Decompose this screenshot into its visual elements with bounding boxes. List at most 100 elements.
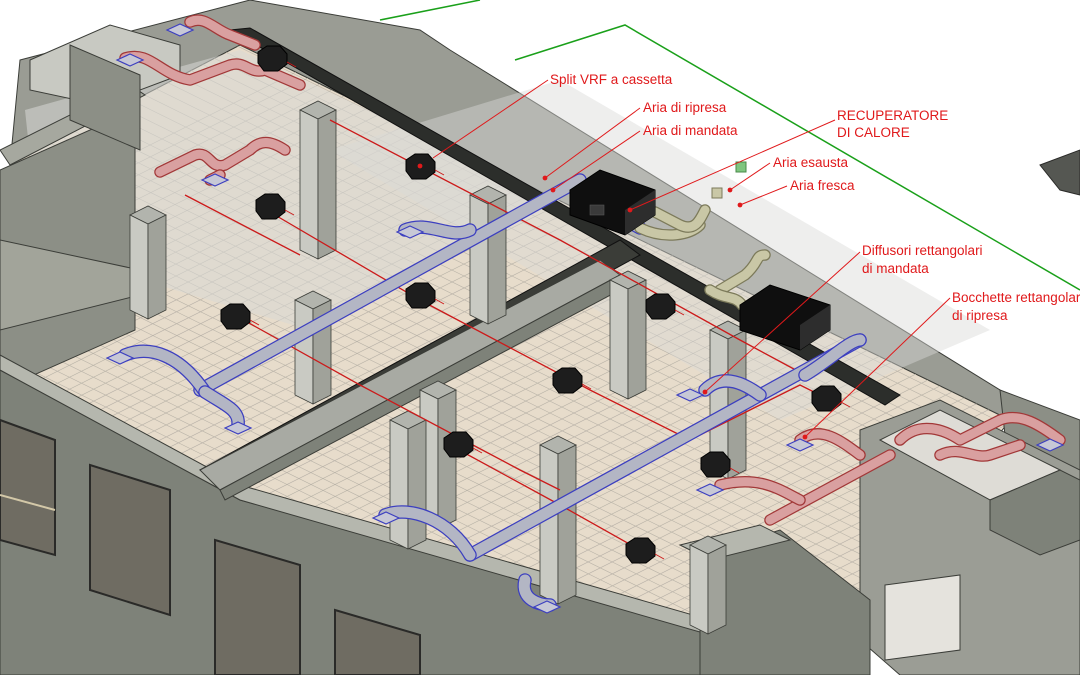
- vrf-unit: [811, 385, 842, 412]
- column-face: [294, 299, 314, 405]
- supply-duct: [699, 375, 766, 401]
- diffuser: [395, 225, 425, 239]
- vrf-unit: [700, 451, 731, 478]
- column-face: [389, 419, 409, 550]
- diffuser: [695, 483, 725, 497]
- diffuser: [532, 600, 562, 614]
- return-duct: [185, 15, 260, 50]
- return-duct: [765, 450, 895, 525]
- return-duct: [715, 477, 805, 505]
- roof-outline: [379, 0, 481, 21]
- roof-outline: [514, 24, 1080, 291]
- column-face: [437, 389, 457, 530]
- label-split-vrf: Split VRF a cassetta: [550, 72, 673, 87]
- window-floor-line: [0, 494, 56, 511]
- label-bocchette-2: di ripresa: [952, 308, 1008, 323]
- leader-arrowhead: [802, 434, 808, 440]
- vrf-unit: [625, 537, 656, 564]
- grid-line: [10, 45, 897, 675]
- stair-room: [884, 574, 961, 661]
- label-aria-mandata: Aria di mandata: [643, 123, 738, 138]
- diffuser: [1035, 438, 1065, 452]
- column-face: [689, 544, 709, 635]
- vrf-pipe: [581, 383, 592, 390]
- outdoor-duct: [715, 250, 770, 295]
- heat-recovery-unit: [739, 284, 831, 351]
- column-face: [129, 214, 149, 320]
- vrf-pipe: [249, 319, 260, 326]
- vrf-unit: [443, 431, 474, 458]
- ceiling-tiles: [330, 80, 990, 420]
- leader-line: [739, 185, 788, 206]
- return-ducts: [119, 14, 1066, 526]
- supply-duct: [464, 334, 866, 561]
- diffuser: [200, 173, 230, 187]
- diffuser: [371, 511, 401, 525]
- leader-arrowhead: [417, 163, 423, 169]
- column-face: [469, 194, 489, 325]
- diffuser: [105, 351, 135, 365]
- leader-arrowhead: [737, 202, 743, 208]
- label-di-calore: DI CALORE: [837, 125, 910, 140]
- leader-line: [729, 162, 771, 191]
- leader-arrowhead: [702, 389, 708, 395]
- column-face: [299, 109, 319, 260]
- column-face: [557, 444, 577, 605]
- top-left-wall: [69, 44, 141, 151]
- outdoor-duct: [650, 205, 710, 232]
- diffuser: [675, 388, 705, 402]
- return-duct: [895, 413, 1065, 445]
- vrf-unit: [645, 293, 676, 320]
- supply-duct: [194, 174, 586, 396]
- refrigerant-piping: [184, 119, 831, 551]
- column-face: [609, 279, 629, 400]
- leader-line: [432, 79, 549, 159]
- label-aria-fresca: Aria fresca: [790, 178, 855, 193]
- leader-arrowhead: [727, 187, 733, 193]
- vrf-pipe: [729, 467, 740, 474]
- vrf-unit: [220, 303, 251, 330]
- vrf-cassette-units: [220, 45, 851, 564]
- grid-line: [10, 45, 921, 675]
- vrf-pipe: [286, 61, 297, 68]
- leader-line: [704, 251, 861, 393]
- return-duct: [120, 52, 305, 90]
- heat-recovery-unit: [569, 169, 656, 236]
- leader-line: [544, 107, 641, 179]
- grid-line: [359, 45, 1010, 675]
- vrf-unit: [552, 367, 583, 394]
- grid-line: [407, 45, 1010, 675]
- grid-line: [455, 45, 1010, 675]
- leader-arrowhead: [627, 207, 633, 213]
- label-aria-ripresa: Aria di ripresa: [643, 100, 727, 115]
- outdoor-ducts: [634, 161, 771, 311]
- vrf-pipe: [674, 309, 685, 316]
- label-diffusori: Diffusori rettangolari: [862, 243, 983, 258]
- grid-line: [431, 45, 1010, 675]
- diffuser: [223, 421, 253, 435]
- return-duct: [155, 138, 290, 177]
- grid-line: [623, 45, 1010, 675]
- outdoor-duct: [705, 285, 747, 310]
- label-bocchette: Bocchette rettangolari: [952, 290, 1080, 305]
- label-recuperatore: RECUPERATORE: [837, 108, 949, 123]
- grid-line: [10, 45, 825, 675]
- vrf-pipe: [284, 209, 295, 216]
- vrf-pipe: [434, 298, 445, 305]
- column-face: [317, 109, 337, 260]
- leader-arrowhead: [542, 175, 548, 181]
- supply-duct: [119, 345, 211, 398]
- vrf-unit: [405, 282, 436, 309]
- column-face: [627, 279, 647, 400]
- leader-line: [804, 297, 951, 438]
- label-diffusori-2: di mandata: [862, 261, 929, 276]
- leader-line: [552, 130, 641, 191]
- grid-line: [383, 45, 1010, 675]
- outdoor-grille: [711, 187, 723, 199]
- vrf-unit: [255, 193, 286, 220]
- vrf-unit: [257, 45, 288, 72]
- supply-diffusers: [105, 23, 1065, 614]
- supply-duct: [379, 506, 476, 561]
